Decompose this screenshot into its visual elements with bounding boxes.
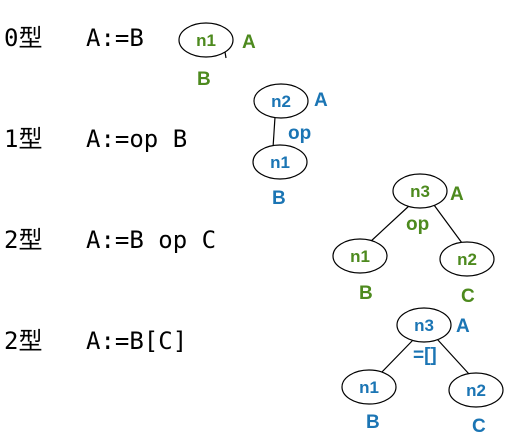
tree-1-top-node-ellipse [253,83,309,119]
tree-2-left-label: n1 [350,247,370,266]
tree-2-op-label: op [406,214,429,235]
tree-2-root-label: n3 [410,182,430,201]
tree-2-left-tag: B [359,283,373,304]
tree-0-tick [224,51,227,59]
tree-2-right-tag: C [461,286,475,307]
tree-2-right-ellipse [439,241,495,277]
tree-1-top-node-label: n2 [271,92,291,111]
row-2-expression: A:=B op C [86,226,217,254]
tree-0-node-ellipse [178,22,234,58]
tree-2: n3 A op n1 B n2 C [332,173,495,307]
tree-3-root-label: n3 [414,316,434,335]
tree-3-left-edge [380,338,415,374]
tree-2-right-edge [433,204,463,244]
tree-3-root-tag: A [456,316,470,337]
tree-1-edge [272,116,276,149]
tree-3-left-tag: B [366,412,380,433]
tree-1-op-label: op [288,123,311,144]
tree-2-right-label: n2 [457,250,477,269]
tree-1-bottom-node-label: n1 [270,153,290,172]
tree-3-left-label: n1 [359,378,379,397]
row-0-expression: A:=B [86,24,144,52]
tree-3-left-ellipse [341,369,397,405]
tree-3-right-tag: C [472,416,486,437]
tree-1-bottom-label: B [272,188,286,209]
tree-2-left-ellipse [332,238,388,274]
tree-3-right-edge [436,338,470,375]
row-1-expression: A:=op B [86,125,188,153]
row-0-type: 0型 [4,24,43,52]
row-2-type: 2型 [4,226,43,254]
tree-2-left-edge [369,204,411,243]
tree-3-right-ellipse [448,372,504,408]
tree-2-root-ellipse [392,173,448,209]
tree-0-label-b: B [197,69,211,90]
row-1-type: 1型 [4,125,43,153]
tree-3-root-ellipse [396,307,452,343]
tree-2-root-tag: A [450,184,464,205]
tree-0-node-label: n1 [196,31,216,50]
row-3-expression: A:=B[C] [86,327,188,355]
tree-3: n3 A =[] n1 B n2 C [341,307,504,437]
tree-3-right-label: n2 [466,381,486,400]
tree-3-op-label: =[] [413,345,437,366]
tree-1: n2 A op n1 B [252,83,328,209]
tree-0: n1 A B [178,22,256,90]
row-3-type: 2型 [4,327,43,355]
tree-1-top-label: A [314,90,328,111]
tree-0-label-a: A [242,32,256,53]
tree-1-bottom-node-ellipse [252,144,308,180]
